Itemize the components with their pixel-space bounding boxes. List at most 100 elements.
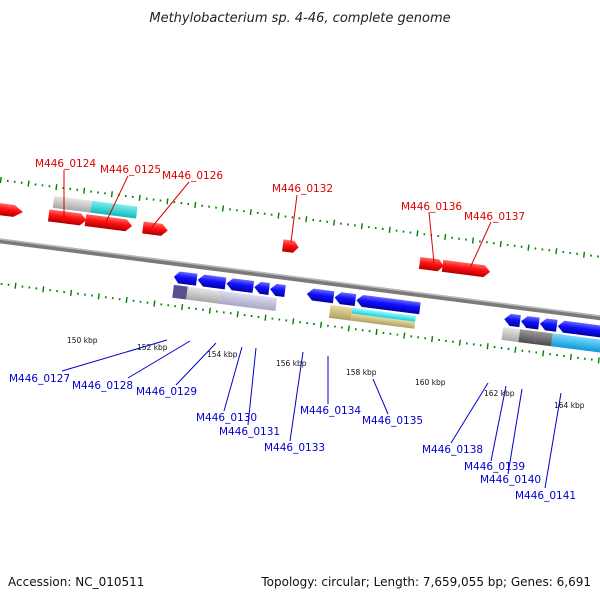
major-tick: [264, 314, 267, 321]
major-tick: [486, 343, 489, 350]
major-tick: [333, 219, 336, 226]
inner-tick-row: [0, 282, 600, 364]
map-title: Methylobacterium sp. 4-46, complete geno…: [149, 11, 450, 26]
reverse-feature-bars: [172, 284, 600, 356]
gene-label-M446_0141: M446_0141: [515, 490, 576, 502]
top-label-texts: M446_0124 M446_0125 M446_0126 M446_0132 …: [35, 158, 525, 223]
reverse-strand-genes: [173, 271, 600, 341]
gene-label-M446_0139: M446_0139: [464, 461, 525, 473]
gene-M446_0138: [504, 313, 521, 328]
gene-label-M446_0140: M446_0140: [480, 474, 541, 486]
major-tick: [499, 241, 502, 248]
scale-label: 150 kbp: [67, 336, 98, 345]
reverse-gene-arrow-icon: [173, 271, 198, 286]
scale-label: 152 kbp: [137, 343, 168, 352]
major-tick: [444, 233, 447, 240]
major-tick: [125, 296, 128, 303]
genome-backbone: [0, 231, 600, 333]
forward-strand-genes: [0, 203, 491, 278]
major-tick: [583, 251, 586, 258]
major-tick: [403, 332, 406, 339]
scale-label: 160 kbp: [415, 378, 446, 387]
major-tick: [110, 191, 113, 198]
scale-label: 158 kbp: [346, 368, 377, 377]
major-tick: [166, 198, 169, 205]
major-tick: [375, 328, 378, 336]
scale-label: 154 kbp: [207, 350, 238, 359]
major-tick: [208, 307, 211, 314]
gene-M446_0137: [441, 259, 491, 278]
gene-label-M446_0124: M446_0124: [35, 158, 96, 170]
major-tick: [42, 286, 45, 293]
major-tick: [97, 293, 100, 300]
major-tick: [194, 201, 197, 208]
gene-M446_0125: [84, 214, 133, 232]
gene-label-M446_0138: M446_0138: [422, 444, 483, 456]
scale-label: 162 kbp: [484, 389, 515, 398]
gene-M446_0129: [226, 278, 255, 293]
gene-label-M446_0125: M446_0125: [100, 164, 161, 176]
outer-tick-row: [0, 176, 599, 258]
accession-text: Accession: NC_010511: [8, 575, 144, 589]
major-tick: [70, 289, 73, 296]
gene-label-M446_0136: M446_0136: [401, 201, 462, 213]
major-tick: [388, 226, 391, 233]
gene-label-M446_0135: M446_0135: [362, 415, 423, 427]
scale-label: 164 kbp: [554, 401, 585, 410]
major-tick: [527, 244, 530, 251]
major-tick: [347, 325, 350, 332]
gene-label-M446_0133: M446_0133: [264, 442, 325, 454]
gene-M446_0140: [539, 318, 558, 332]
gene-label-M446_0131: M446_0131: [219, 426, 280, 438]
gene-M446_0130: [254, 281, 270, 295]
major-tick: [360, 223, 363, 230]
forward-gene-arrow-icon: [0, 203, 23, 217]
major-tick: [471, 237, 474, 244]
major-tick: [55, 184, 58, 191]
major-tick: [249, 209, 252, 216]
gene-label-M446_0126: M446_0126: [162, 170, 223, 182]
major-tick: [14, 282, 17, 289]
top-gene-labels: [63, 170, 492, 269]
gene-label-M446_0129: M446_0129: [136, 386, 197, 398]
gene-label-M446_0130: M446_0130: [196, 412, 257, 424]
gene-M446_0124: [47, 209, 87, 226]
major-tick: [597, 357, 600, 364]
gene-M446_0134: [334, 292, 357, 306]
gene-M446_0133: [306, 288, 335, 304]
major-tick: [305, 216, 308, 223]
forward-feature-bars: [52, 195, 138, 219]
gene-M446_0135: [356, 294, 421, 315]
gene-label-M446_0128: M446_0128: [72, 380, 133, 392]
major-tick: [416, 230, 419, 237]
gene-label-M446_0134: M446_0134: [300, 405, 361, 417]
gene-label-M446_0137: M446_0137: [464, 211, 525, 223]
genome-summary-text: Topology: circular; Length: 7,659,055 bp…: [260, 575, 591, 589]
major-tick: [181, 304, 184, 311]
major-tick: [431, 336, 434, 343]
major-tick: [292, 318, 295, 325]
scale-labels: 150 kbp 152 kbp 154 kbp 156 kbp 158 kbp …: [67, 336, 585, 410]
major-tick: [27, 180, 30, 187]
gene-M446_0136: [418, 256, 444, 272]
gene-M446_0126: [142, 221, 168, 236]
major-tick: [221, 205, 225, 212]
gene-M446_0139: [521, 316, 540, 330]
gene-M446_0131: [270, 283, 286, 297]
scale-label: 156 kbp: [276, 359, 307, 368]
gene-M446_0128: [197, 274, 227, 290]
major-tick: [138, 194, 141, 201]
major-tick: [514, 346, 517, 353]
bottom-gene-labels: [61, 339, 562, 489]
major-tick: [569, 353, 572, 360]
gene-label-M446_0132: M446_0132: [272, 183, 333, 195]
major-tick: [542, 350, 545, 357]
major-tick: [555, 248, 558, 255]
gene-label-M446_0127: M446_0127: [9, 373, 70, 385]
gene-M446_0132: [282, 239, 299, 253]
bottom-label-texts: M446_0127 M446_0128 M446_0129 M446_0130 …: [9, 373, 576, 502]
gene-M446_0141: [557, 320, 600, 341]
major-tick: [236, 311, 239, 318]
major-tick: [153, 300, 156, 307]
